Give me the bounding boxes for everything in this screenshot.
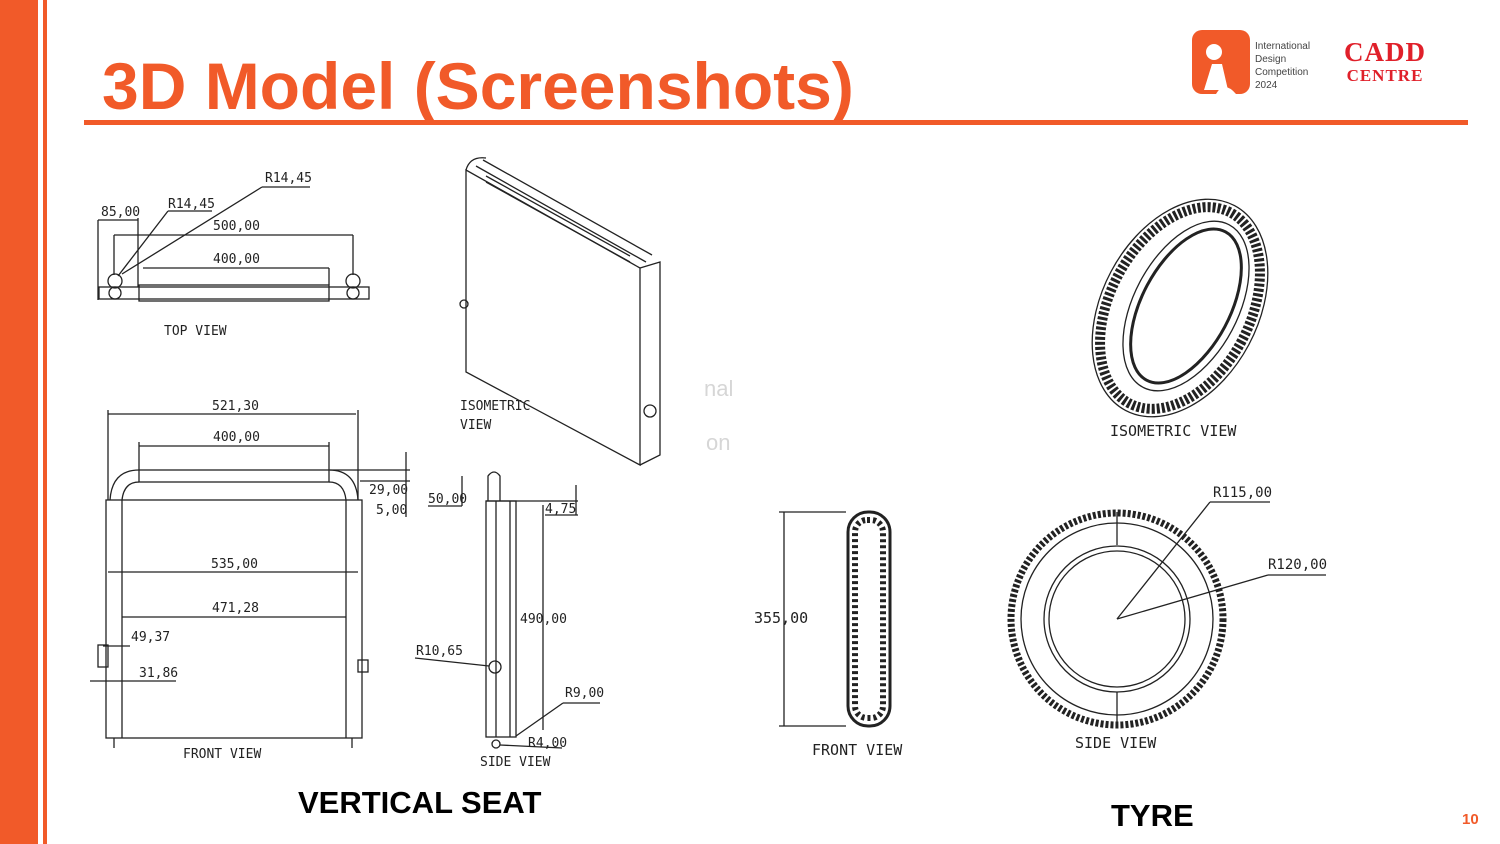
dim-text: 535,00 bbox=[211, 557, 258, 572]
dim-text: 31,86 bbox=[139, 666, 178, 681]
dim-text: 400,00 bbox=[213, 252, 260, 267]
tyre-side-view: R115,00 R120,00 SIDE VIEW bbox=[1007, 485, 1327, 752]
title-underline bbox=[84, 120, 1468, 125]
dim-text: R115,00 bbox=[1213, 485, 1272, 501]
dim-text: R14,45 bbox=[168, 197, 215, 212]
view-label: FRONT VIEW bbox=[812, 741, 903, 759]
idc-line: Design bbox=[1255, 54, 1287, 65]
cadd-centre-logo: CADD CENTRE bbox=[1344, 38, 1426, 86]
dim-text: 29,00 bbox=[369, 483, 408, 498]
dim-text: 4,75 bbox=[545, 502, 576, 517]
idc-line: 2024 bbox=[1255, 80, 1278, 91]
dim-text: 500,00 bbox=[213, 219, 260, 234]
page-number: 10 bbox=[1462, 811, 1479, 828]
dim-text: 50,00 bbox=[428, 492, 467, 507]
dim-text: R4,00 bbox=[528, 736, 567, 751]
dim-text: 490,00 bbox=[520, 612, 567, 627]
dim-text: R10,65 bbox=[416, 644, 463, 659]
dim-text: R14,45 bbox=[265, 171, 312, 186]
dim-text: 471,28 bbox=[212, 601, 259, 616]
idc-logo-icon bbox=[1192, 30, 1250, 94]
dim-text: R9,00 bbox=[565, 686, 604, 701]
dim-text: 355,00 bbox=[754, 609, 808, 627]
idc-line: Competition bbox=[1255, 67, 1309, 78]
left-accent-bar bbox=[0, 0, 38, 844]
view-label: ISOMETRIC VIEW bbox=[1110, 422, 1237, 440]
tyre-front-view: 355,00 FRONT VIEW bbox=[754, 510, 903, 759]
view-label: FRONT VIEW bbox=[183, 747, 261, 762]
dim-text: 49,37 bbox=[131, 630, 170, 645]
dim-text: 521,30 bbox=[212, 399, 259, 414]
view-label: VIEW bbox=[460, 418, 491, 433]
dim-text: 400,00 bbox=[213, 430, 260, 445]
view-label: ISOMETRIC bbox=[460, 399, 530, 414]
tyre-caption: TYRE bbox=[1111, 798, 1194, 833]
idc-line: International bbox=[1255, 41, 1311, 52]
ghost-text: on bbox=[706, 430, 731, 455]
seat-front-view: 521,30 400,00 29,00 5,00 535,00 471,28 4… bbox=[90, 399, 410, 762]
seat-top-view: 85,00 R14,45 R14,45 500,00 400,00 TOP VI… bbox=[97, 171, 370, 339]
dim-text: 5,00 bbox=[376, 503, 407, 518]
view-label: SIDE VIEW bbox=[480, 755, 551, 770]
dim-text: R120,00 bbox=[1268, 557, 1327, 573]
cadd-line: CADD bbox=[1344, 37, 1426, 67]
view-label: SIDE VIEW bbox=[1075, 734, 1157, 752]
idc-logo-text: International Design Competition 2024 bbox=[1255, 40, 1310, 92]
tyre-isometric-view: ISOMETRIC VIEW bbox=[1091, 198, 1269, 440]
seat-caption: VERTICAL SEAT bbox=[298, 785, 542, 820]
ghost-text: nal bbox=[704, 376, 734, 401]
centre-line: CENTRE bbox=[1346, 66, 1424, 85]
seat-isometric-view: ISOMETRIC VIEW bbox=[459, 157, 661, 467]
slide-title: 3D Model (Screenshots) bbox=[102, 49, 854, 123]
dim-text: 85,00 bbox=[101, 205, 140, 220]
left-accent-line bbox=[43, 0, 47, 844]
seat-side-view: 50,00 4,75 490,00 R10,65 R9,00 R4,00 SID… bbox=[414, 471, 604, 770]
view-label: TOP VIEW bbox=[164, 324, 227, 339]
